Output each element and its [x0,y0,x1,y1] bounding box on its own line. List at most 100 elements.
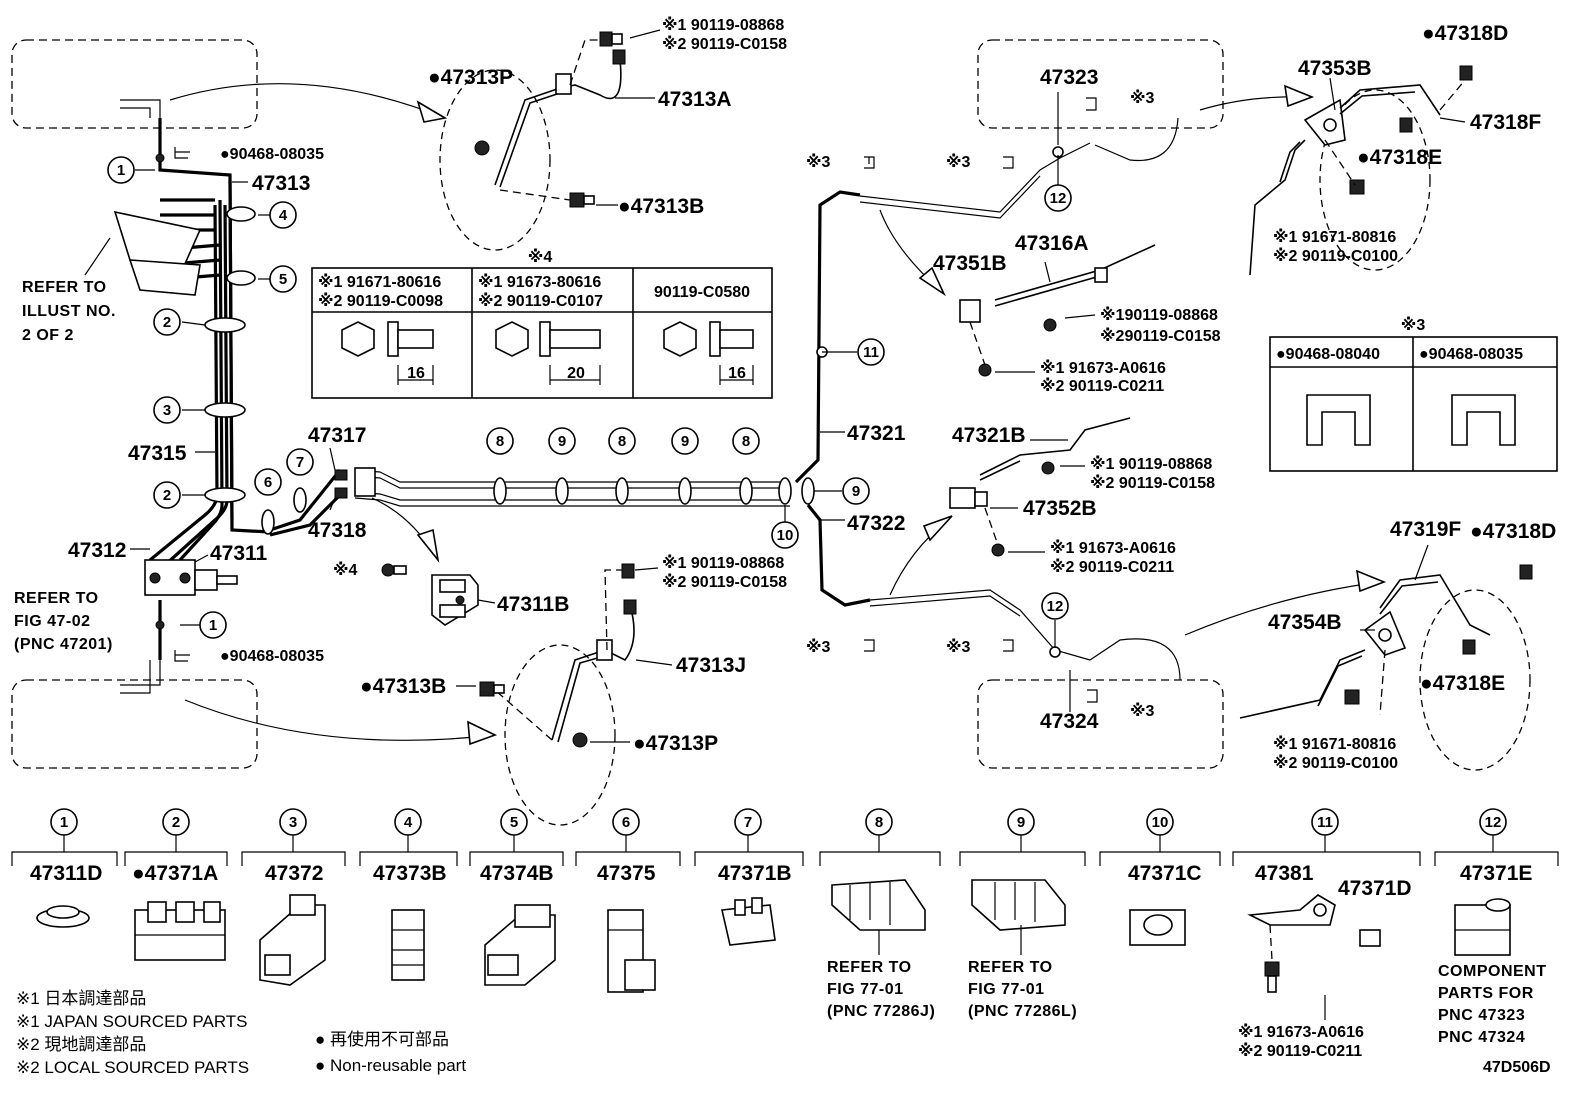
note-351-2: ※290119-C0158 [1100,327,1221,345]
bottom-pnc-47371E: 47371E [1460,862,1532,885]
comp-3: PNC 47323 [1438,1007,1525,1024]
callout-1b: 1 [209,617,217,634]
hose-47321B [949,417,1131,557]
rear-right-vehicle-outline [977,39,1224,129]
label-47313P-bot: ●47313P [633,732,718,755]
legend-line-6: ● Non-reusable part [315,1056,466,1075]
refer-illust-3: 2 OF 2 [22,327,74,344]
refer-fig-1: REFER TO [14,590,99,607]
leader-lines [84,29,1466,743]
label-47311: 47311 [210,542,268,565]
legend: ※1 日本調達部品 ※1 JAPAN SOURCED PARTS ※2 現地調達… [16,989,466,1077]
bottom-callout-11: 11 [1311,808,1339,836]
label-47352B: 47352B [1023,497,1097,520]
callout-8a: 8 [496,433,504,450]
note-352-2: ※2 90119-C0211 [1050,558,1174,576]
label-47311B: 47311B [497,593,569,616]
part-47374B-clamp [484,904,556,986]
marker-notes: ※3 ※3 ※3 ※3 ※3 ※3 ※4 [333,89,1155,720]
bottom-callout-1: 1 [50,808,78,836]
front-vehicle-outline [11,39,258,129]
bottom-pnc-47381: 47381 [1255,862,1314,885]
svg-text:9: 9 [1017,814,1025,831]
label-47323: 47323 [1040,66,1098,89]
label-47353B: 47353B [1298,57,1372,80]
part-47375-clamp [607,909,656,993]
ref9-2: FIG 77-01 [968,981,1045,998]
label-47313J: 47313J [676,654,746,677]
front-left-hose [479,563,637,748]
label-47318: 47318 [308,519,367,542]
clamp-47311B [381,563,479,626]
callout-4: 4 [279,207,288,224]
note-381-1: ※1 91673-A0616 [1238,1023,1364,1041]
part-47371E-clamp [1454,898,1511,956]
ref8-2: FIG 77-01 [827,981,904,998]
svg-text:6: 6 [622,814,630,831]
refer-fig-3: (PNC 47201) [14,636,113,653]
part-47371C-clamp [1129,909,1186,946]
pnc-labels: ●47313P 47313A ●47313B 47313 47315 47312… [68,22,1556,755]
bottom-pnc-47311D: 47311D [30,862,102,885]
long-tubes [334,117,1181,681]
label-47322: 47322 [847,512,905,535]
bottom-callout-7: 7 [734,808,762,836]
svg-text:10: 10 [1152,814,1169,831]
label-47318D-bot: ●47318D [1470,520,1556,543]
bottom-pnc-47371A: ●47371A [132,862,218,885]
callout-12b: 12 [1047,598,1064,615]
detail-ellipse-front-left [504,644,616,826]
refer-illust-1: REFER TO [22,279,107,296]
bottom-pnc-47372: 47372 [265,862,323,885]
marker-4: ※4 [333,561,358,579]
note-321-1: ※1 90119-08868 [1090,455,1212,473]
note-top-1: ※1 90119-08868 [662,16,784,34]
label-47313: 47313 [252,172,310,195]
legend-line-4: ※2 LOCAL SOURCED PARTS [16,1058,249,1077]
bottom-pnc-47371C: 47371C [1128,862,1202,885]
marker-3-a: ※3 [806,153,831,171]
part-clip-9 [971,879,1066,955]
label-47312: 47312 [68,539,126,562]
detail-ellipse-rear-right [1319,89,1431,271]
part-47372-clamp [259,894,326,986]
bottom-callout-2: 2 [162,808,190,836]
rear-left-vehicle-outline [977,679,1224,769]
comp-1: COMPONENT [1438,963,1547,980]
callout-8c: 8 [742,433,750,450]
note-381-2: ※2 90119-C0211 [1238,1042,1362,1060]
label-47321: 47321 [847,422,906,445]
label-47318E-bot: ●47318E [1420,672,1505,695]
ref9-1: REFER TO [968,959,1053,976]
callout-1a: 1 [117,162,125,179]
callout-12a: 12 [1050,190,1067,207]
label-47316A: 47316A [1015,232,1089,255]
callout-9c: 9 [852,483,860,500]
marker-3-d: ※3 [806,638,831,656]
refer-fig-2: FIG 47-02 [14,613,91,630]
bottom-callout-8: 8 [865,808,893,836]
callout-9b: 9 [681,433,689,450]
front-left-vehicle-outline [11,679,258,769]
svg-text:12: 12 [1485,814,1502,831]
callout-2a: 2 [163,314,171,331]
callout-2b: 2 [163,487,171,504]
label-47318F: 47318F [1470,111,1541,134]
bottom-callout-12: 12 [1479,808,1507,836]
label-47318D-top: ●47318D [1422,22,1508,45]
label-47315: 47315 [128,442,187,465]
legend-line-1: ※1 日本調達部品 [16,989,146,1008]
part-47371A-clamp [134,901,226,961]
part-clip-8 [831,879,926,955]
label-47313B-bot: ●47313B [360,675,446,698]
marker-3-e: ※3 [946,638,971,656]
svg-text:11: 11 [1317,814,1333,831]
legend-line-5: ● 再使用不可部品 [315,1029,449,1049]
bottom-callout-5: 5 [500,808,528,836]
bottom-pnc-47371D: 47371D [1338,877,1412,900]
figure-code: 47D506D [1483,1059,1551,1076]
label-47354B: 47354B [1268,611,1342,634]
label-47351B: 47351B [933,252,1007,275]
note-351-1: ※190119-08868 [1100,306,1218,324]
